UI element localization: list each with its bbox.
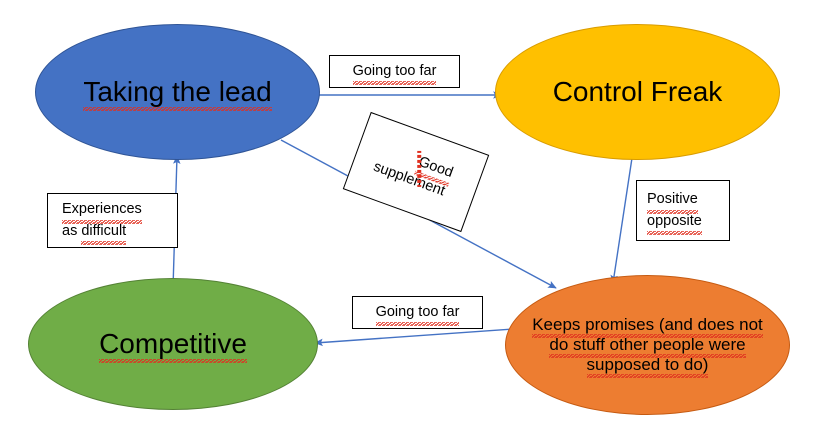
edge-label-experiences-as-difficult[interactable]: Experiences as difficult [47,193,178,248]
edge-label-going-too-far-top-text: Going too far [352,61,436,86]
spellcheck-squiggle [417,150,422,187]
node-taking-the-lead[interactable]: Taking the lead [35,24,320,160]
edge-control-freak-to-keeps-promises [610,157,633,284]
edge-label-going-too-far-top[interactable]: Going too far [329,55,460,88]
edge-label-positive-opposite[interactable]: Positive opposite [636,180,730,241]
edge-label-good-supplement[interactable]: Good supplement [342,111,490,233]
node-competitive-label: Competitive [99,327,247,364]
edge-keeps-promises-to-competitive [314,328,514,347]
edge-label-going-too-far-bottom-text: Going too far [375,302,459,327]
edge-label-positive-opposite-line2: opposite [647,211,702,235]
edge-label-going-too-far-bottom[interactable]: Going too far [352,296,483,329]
node-control-freak-label: Control Freak [552,75,723,107]
node-taking-the-lead-label: Taking the lead [83,75,273,112]
edge-label-positive-opposite-line1: Positive [647,189,698,214]
node-competitive[interactable]: Competitive [28,278,318,410]
edge-label-experiences-as-difficult-line1: Experiences [62,199,142,224]
node-control-freak[interactable]: Control Freak [495,24,780,160]
edge-label-experiences-as-difficult-line2: as difficult [62,221,126,245]
